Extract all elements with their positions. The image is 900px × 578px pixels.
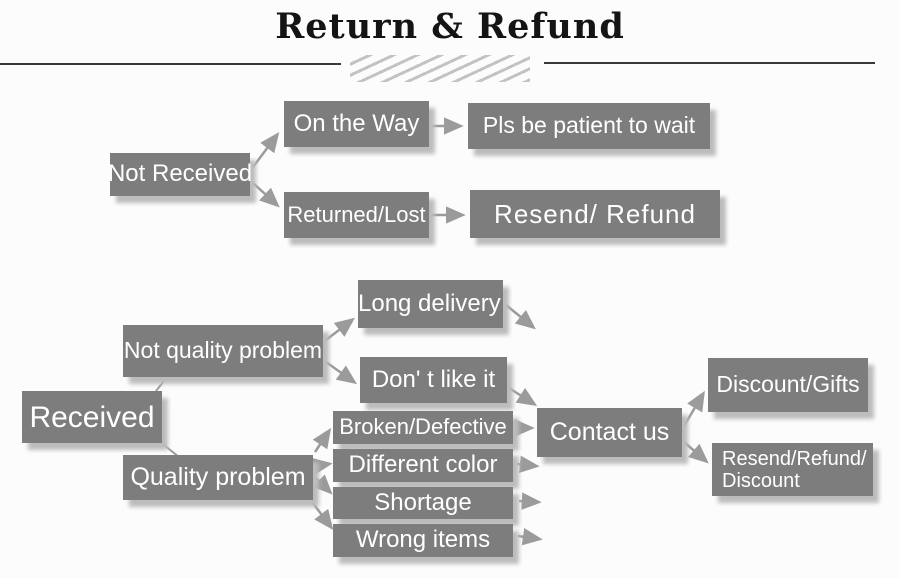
node-broken-defective: Broken/Defective [333,411,513,444]
node-long-delivery: Long delivery [358,280,503,328]
node-shortage: Shortage [333,487,513,519]
node-quality-problem: Quality problem [123,455,313,500]
hatch-decoration [350,55,530,82]
node-discount-gifts: Discount/Gifts [708,358,868,412]
node-on-the-way: On the Way [284,101,429,147]
node-different-color: Different color [333,449,513,482]
node-pls-be-patient: Pls be patient to wait [468,103,710,149]
node-wrong-items: Wrong items [333,524,513,557]
node-not-quality-problem: Not quality problem [123,325,323,377]
page-title: Return & Refund [275,6,625,47]
node-dont-like-it: Don' t like it [360,357,507,403]
node-not-received: Not Received [108,153,252,196]
title-rule-left [0,63,341,65]
node-received: Received [22,391,162,443]
title-rule-right [544,62,875,64]
node-returned-lost: Returned/Lost [284,192,429,238]
node-resend-refund: Resend/ Refund [470,190,720,238]
node-contact-us: Contact us [537,408,682,457]
node-resend-refund-discount: Resend/Refund/ Discount [712,443,873,496]
